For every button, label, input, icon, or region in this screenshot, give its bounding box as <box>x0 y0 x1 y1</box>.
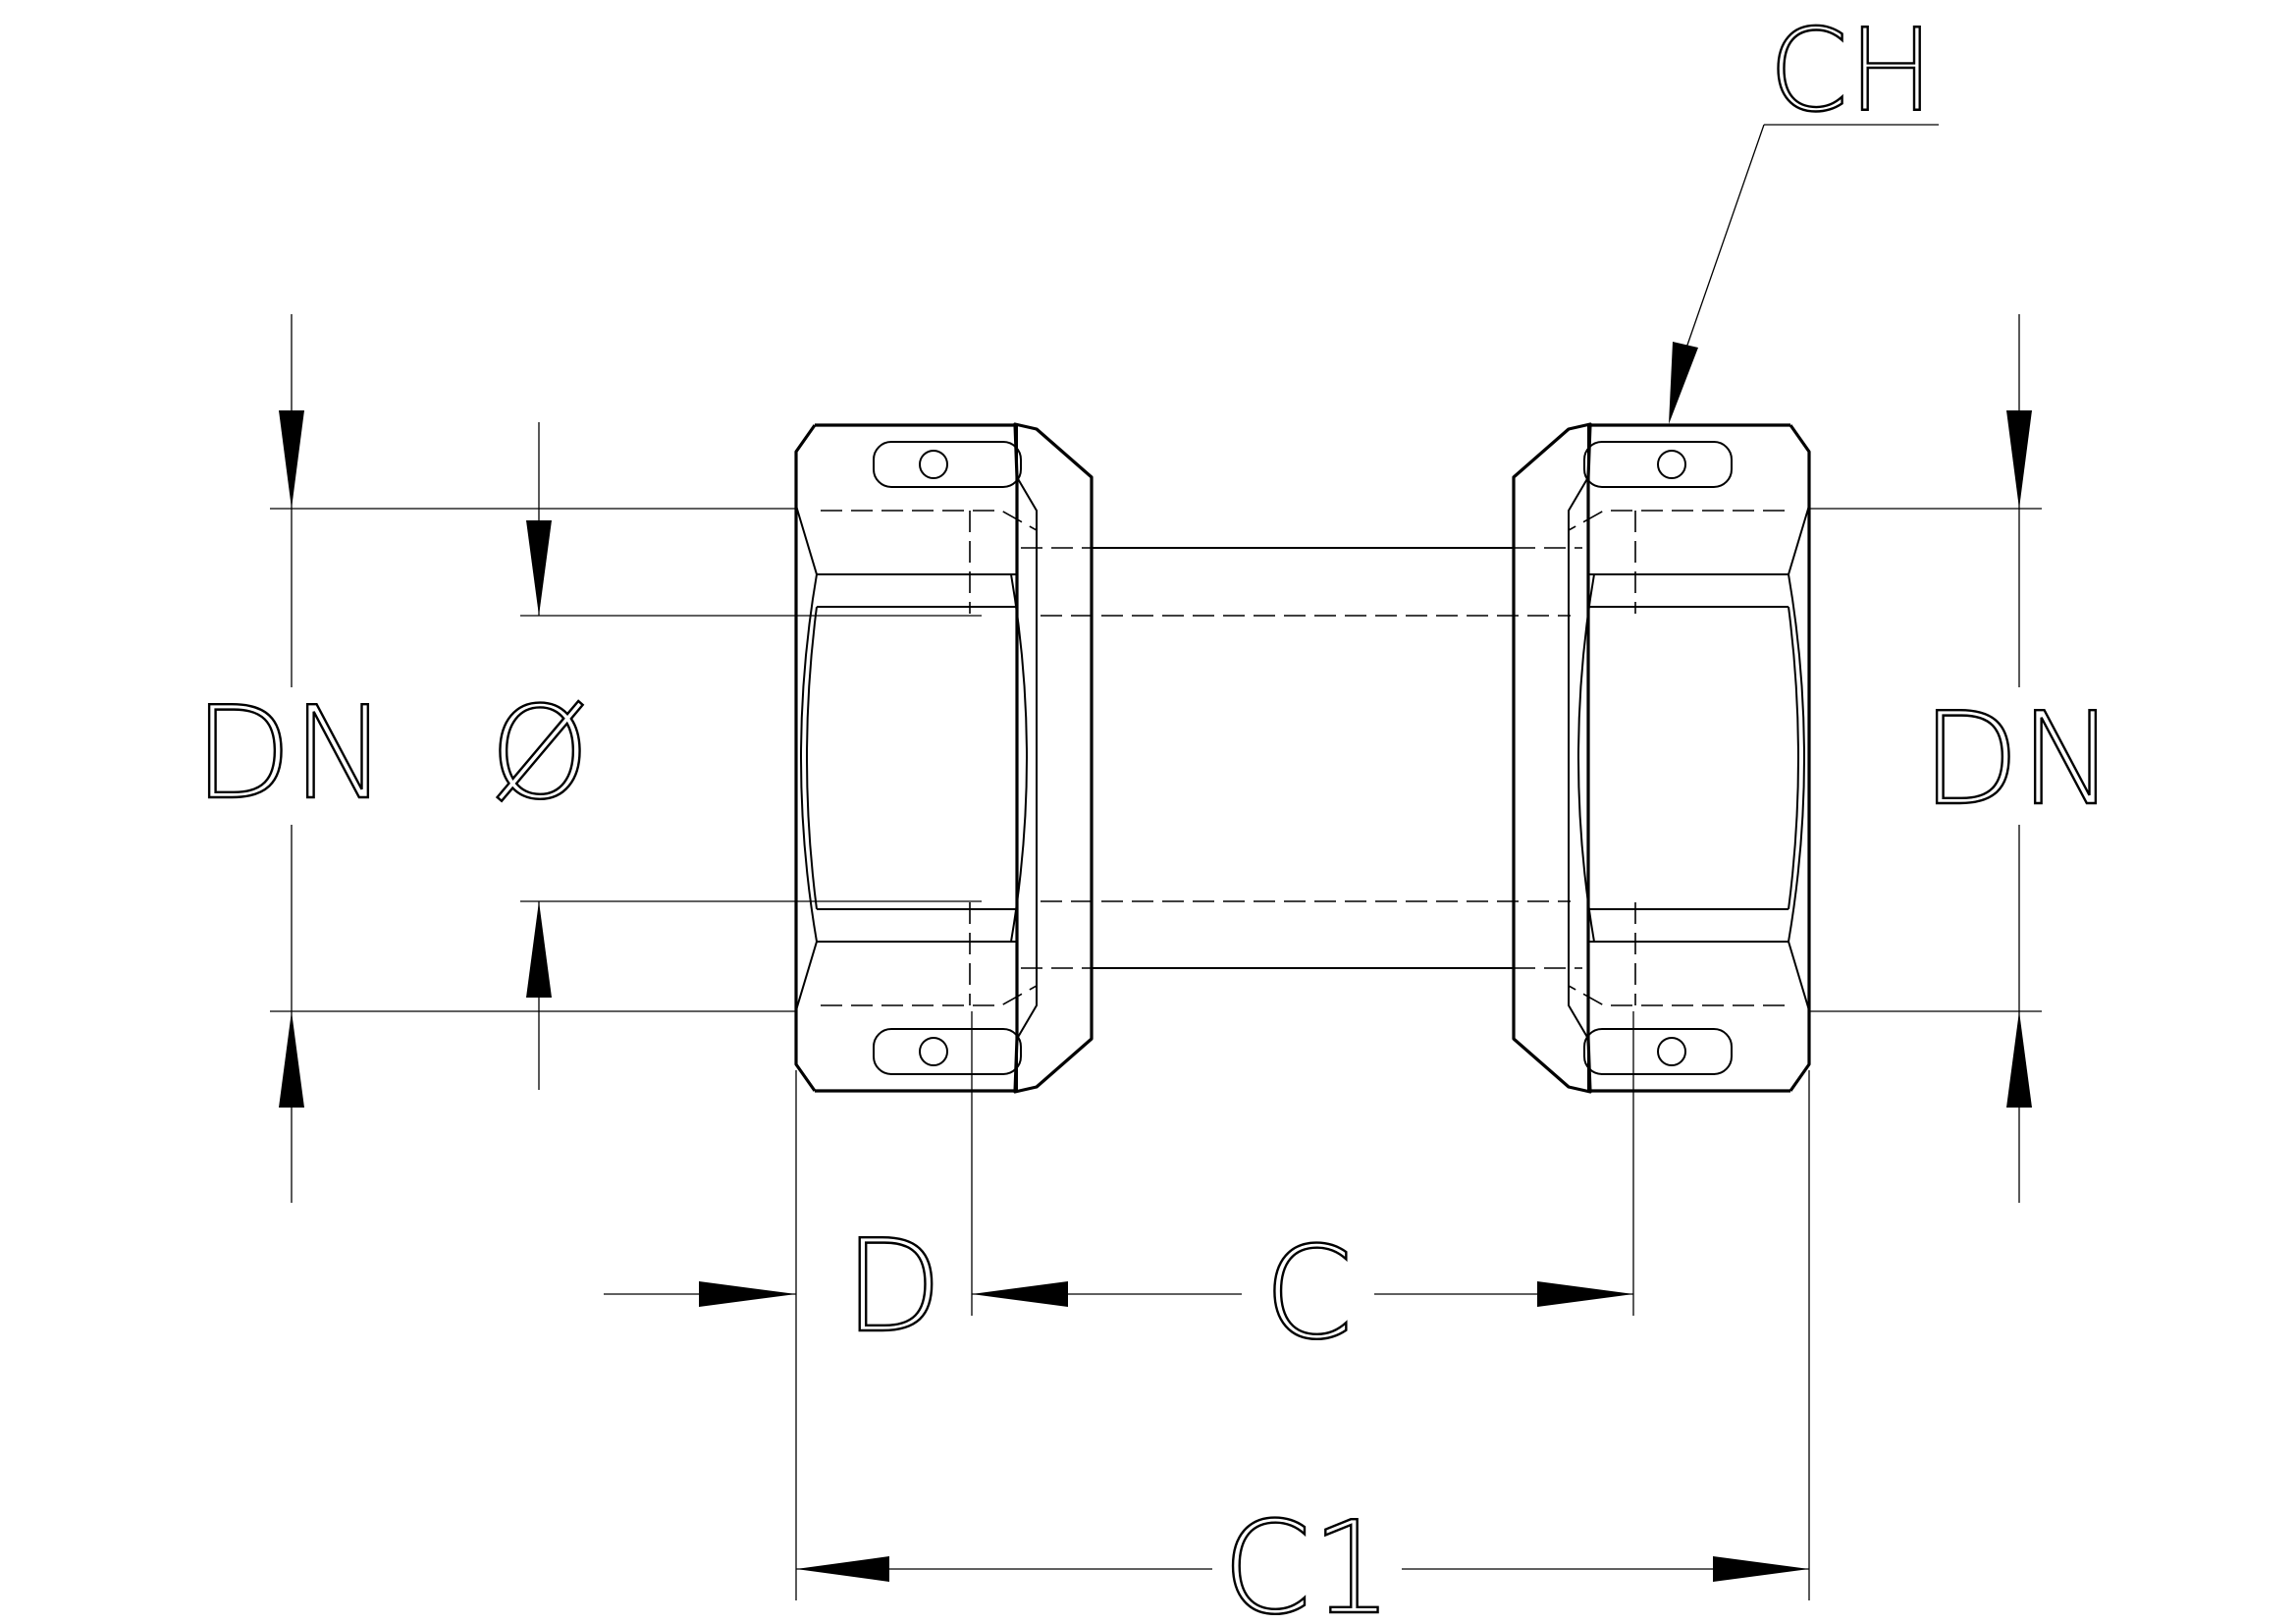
dim-center-length <box>972 1281 1633 1307</box>
extension-lines <box>270 508 2042 1600</box>
pipe-body <box>1021 547 1582 969</box>
label-ch: CH <box>1769 5 1934 137</box>
dim-bore-diameter <box>526 422 552 1090</box>
dim-dn-right <box>2006 314 2032 1203</box>
label-dn-left: DN <box>193 678 387 828</box>
label-c: C <box>1264 1218 1354 1368</box>
leader-ch <box>1669 124 1939 424</box>
label-c1: C1 <box>1222 1493 1392 1624</box>
label-d: D <box>844 1212 942 1361</box>
label-dn-right: DN <box>1921 684 2114 834</box>
left-nut <box>794 422 1094 1094</box>
dim-socket-depth <box>604 1281 796 1307</box>
right-nut <box>1512 422 1811 1094</box>
dim-dn-left <box>279 314 304 1203</box>
dim-overall-length <box>796 1556 1809 1582</box>
label-bore-diameter: Ø <box>490 678 590 828</box>
